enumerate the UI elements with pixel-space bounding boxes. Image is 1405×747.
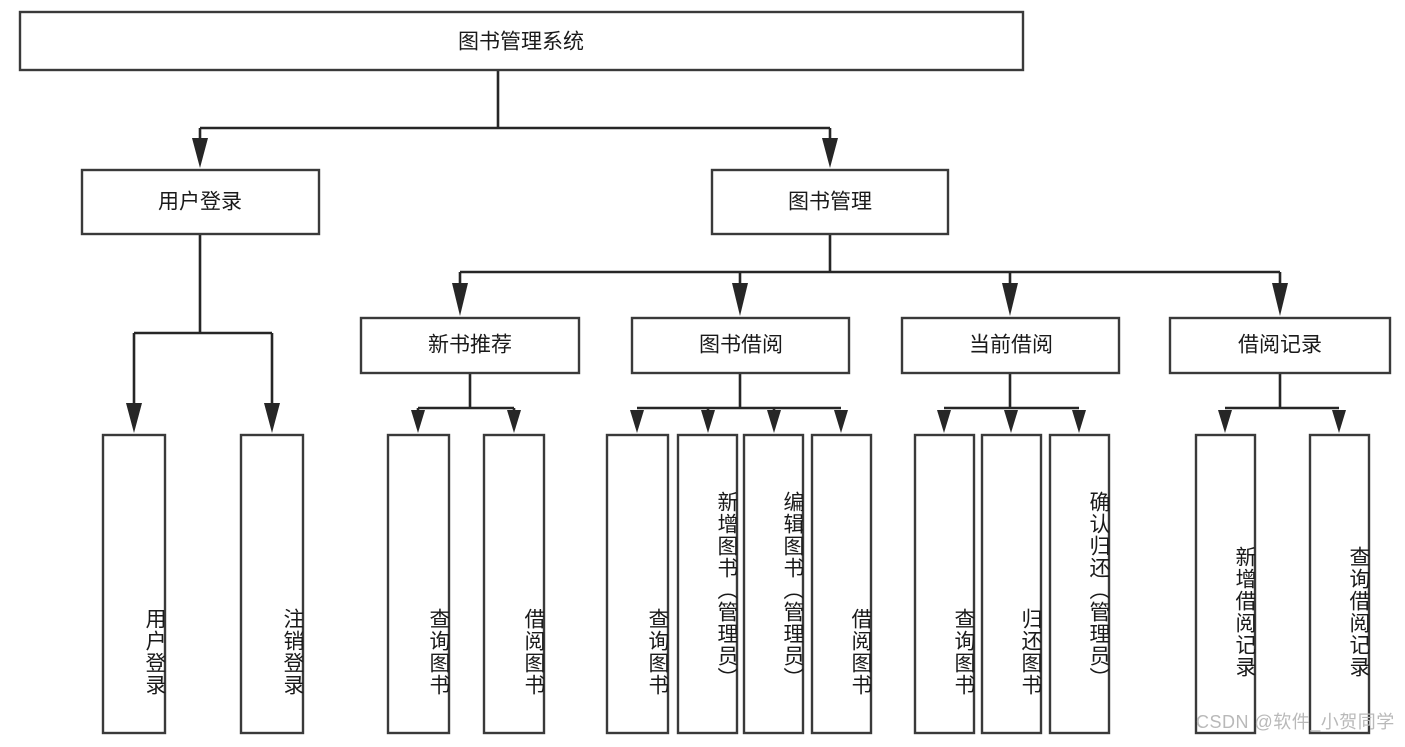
node-user-login[interactable]: 用户登录 [80,168,321,236]
node-current-borrow[interactable]: 当前借阅 [900,316,1121,375]
node-current-borrow-label: 当前借阅 [969,334,1053,357]
node-borrow-record[interactable]: 借阅记录 [1168,316,1392,375]
leaf-box-user-login[interactable] [101,433,167,735]
arrow-to-leaf-query-record [1332,410,1346,433]
arrow-to-leaf-borrow-book-b [834,410,848,433]
arrow-to-leaf-return-book [1004,410,1018,433]
leaf-box-return-book[interactable] [980,433,1043,735]
leaf-box-edit-book[interactable] [742,433,805,735]
arrow-to-new-book-rec [452,283,468,316]
arrow-to-leaf-logout [264,403,280,433]
arrow-to-leaf-edit-book [767,410,781,433]
arrow-to-leaf-query-book-b [630,410,644,433]
arrow-to-book-mgmt [822,138,838,168]
arrow-to-leaf-query-book-a [411,410,425,433]
node-book-borrow[interactable]: 图书借阅 [630,316,851,375]
arrow-to-borrow-record [1272,283,1288,316]
node-new-book-recommend-box[interactable] [359,316,581,375]
node-root-label: 图书管理系统 [458,31,584,54]
leaf-box-add-book[interactable] [676,433,739,735]
arrow-to-leaf-add-book [701,410,715,433]
arrow-to-leaf-borrow-book-a [507,410,521,433]
node-root-box[interactable] [18,10,1025,72]
arrow-to-leaf-query-book-c [937,410,951,433]
node-new-book-recommend-label: 新书推荐 [428,334,512,357]
leaf-box-borrow-book-a[interactable] [482,433,546,735]
node-user-login-box[interactable] [80,168,321,236]
arrow-to-book-borrow [732,283,748,316]
arrow-to-leaf-confirm-return [1072,410,1086,433]
arrow-to-leaf-user-login [126,403,142,433]
connector-layer [126,70,1346,433]
arrow-to-current-borrow [1002,283,1018,316]
node-book-management[interactable]: 图书管理 [710,168,950,236]
node-borrow-record-box[interactable] [1168,316,1392,375]
node-new-book-recommend[interactable]: 新书推荐 [359,316,581,375]
node-user-login-label: 用户登录 [158,191,242,214]
leaf-box-query-book-a[interactable] [386,433,451,735]
node-current-borrow-box[interactable] [900,316,1121,375]
leaf-box-confirm-return[interactable] [1048,433,1111,735]
leaf-box-query-book-b[interactable] [605,433,670,735]
csdn-watermark: CSDN @软件_小贺同学 [1196,712,1395,732]
node-book-management-label: 图书管理 [788,191,872,214]
node-root[interactable]: 图书管理系统 [18,10,1025,72]
leaf-box-logout[interactable] [239,433,305,735]
leaf-box-borrow-book-b[interactable] [810,433,873,735]
node-book-management-box[interactable] [710,168,950,236]
leaf-box-query-record[interactable] [1308,433,1371,735]
node-book-borrow-label: 图书借阅 [699,334,783,357]
arrow-to-leaf-add-record [1218,410,1232,433]
arrow-to-user-login [192,138,208,168]
node-borrow-record-label: 借阅记录 [1238,334,1322,357]
leaf-box-layer [101,433,1371,735]
node-book-borrow-box[interactable] [630,316,851,375]
leaf-box-add-record[interactable] [1194,433,1257,735]
leaf-box-query-book-c[interactable] [913,433,976,735]
